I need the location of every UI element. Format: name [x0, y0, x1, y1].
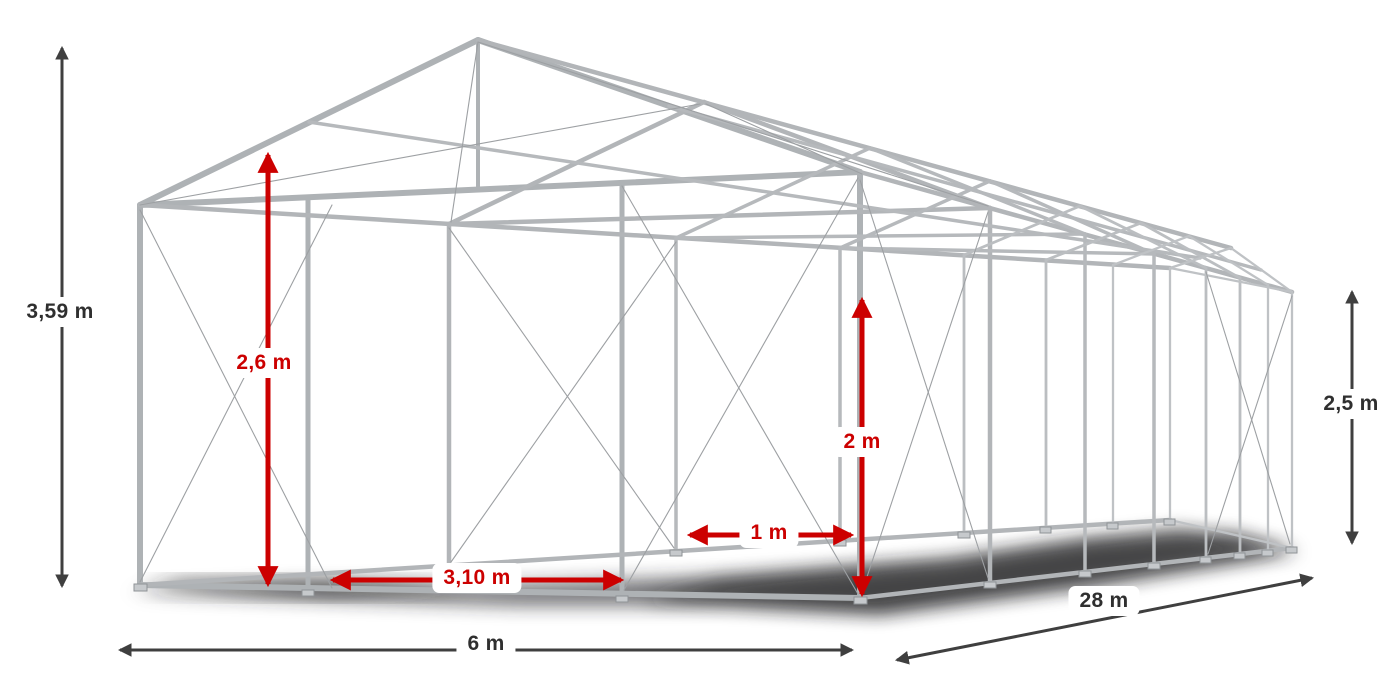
dim-label-passage-width: 3,10 m: [432, 563, 522, 593]
dim-label-width: 6 m: [456, 629, 516, 659]
dim-label-side-height: 2,5 m: [1312, 389, 1390, 419]
bracing-cables: [139, 41, 1293, 595]
dim-label-total-height: 3,59 m: [15, 297, 105, 327]
dim-label-clear-height: 2 m: [832, 427, 892, 457]
dim-label-post-spacing: 1 m: [739, 518, 799, 548]
tent-frame-wireframe: [133, 37, 1298, 605]
front-gable-frame: [137, 37, 863, 601]
longitudinal-members: [137, 37, 1295, 601]
rear-middle-trusses: [962, 204, 1242, 560]
far-gable-frames: [1111, 234, 1294, 553]
dim-label-length: 28 m: [1068, 586, 1140, 616]
arrow-length: [894, 573, 1315, 665]
dim-label-inner-height: 2,6 m: [225, 348, 303, 378]
